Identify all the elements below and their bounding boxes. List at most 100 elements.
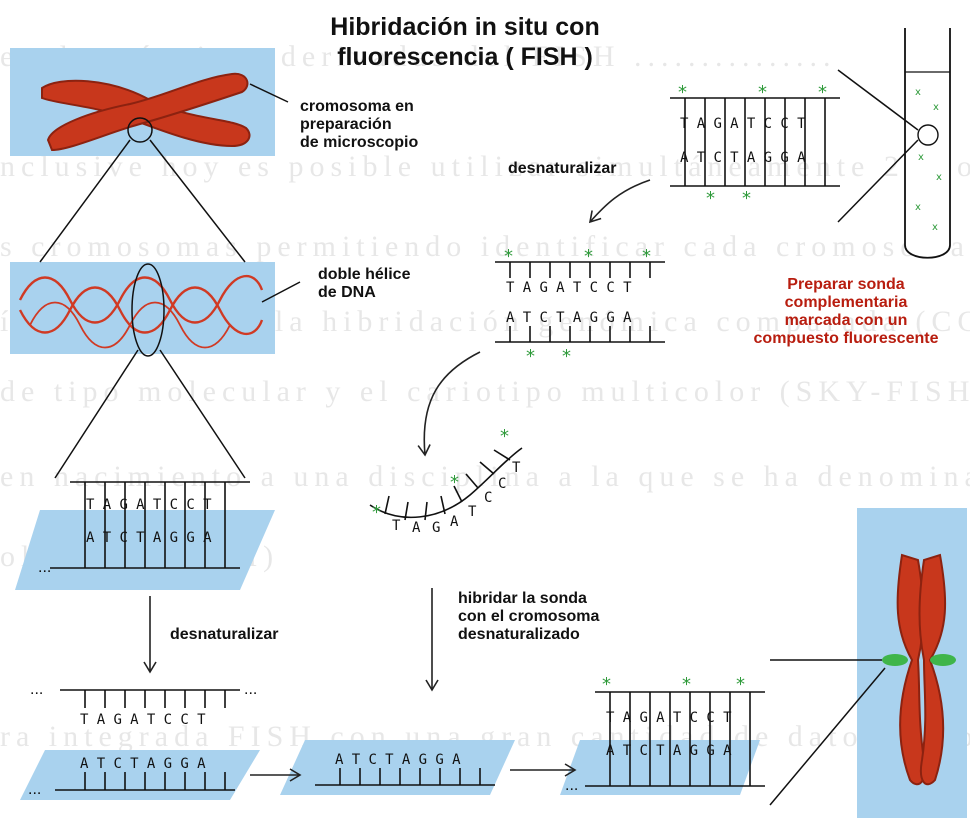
svg-text:x: x (918, 152, 924, 163)
ssdna-left-bottom (55, 772, 235, 791)
label-desnaturalizar-left: desnaturalizar (170, 626, 279, 643)
probe-star: * (818, 82, 827, 103)
diagram-title: Hibridación in situ con fluorescencia ( … (300, 12, 630, 72)
probe-star: * (682, 674, 691, 695)
probe-star: * (602, 674, 611, 695)
dsdna-left (50, 481, 250, 569)
label-doble-helice: doble hélice de DNA (318, 266, 410, 302)
zoom-line (39, 139, 131, 263)
ellipsis: ... (244, 681, 257, 698)
seq-left-bottom: ATCTAGGA (86, 530, 220, 546)
svg-text:C: C (484, 490, 492, 506)
bg-line: de tipo molecular y el cariotipo multico… (0, 375, 970, 408)
zoom-line (837, 69, 919, 131)
zoom-circle-1 (127, 117, 153, 143)
fish-signal (930, 654, 956, 666)
svg-text:x: x (933, 102, 939, 113)
probe-flexible (369, 447, 523, 521)
pointer-line (261, 281, 301, 303)
label-line: marcada con un (784, 312, 908, 329)
seq-hybrid-top: TAGATCCT (606, 710, 740, 726)
ellipsis: ... (30, 681, 43, 698)
svg-text:A: A (450, 514, 459, 530)
zoom-line (837, 139, 919, 223)
zoom-line (149, 139, 246, 263)
ssdna-middle (315, 768, 495, 786)
probe-star: * (736, 674, 745, 695)
seq-bl-top: TAGATCCT (80, 712, 214, 728)
arrow-curve-1 (588, 179, 651, 224)
svg-text:x: x (932, 222, 938, 233)
svg-text:x: x (915, 87, 921, 98)
seq-mid-bottom: ATCTAGGA (335, 752, 469, 768)
zoom-line (159, 349, 246, 479)
label-desnaturalizar-top: desnaturalizar (508, 160, 617, 177)
probe-star: * (526, 346, 535, 367)
ellipsis: ... (38, 559, 51, 576)
probe-star: * (450, 472, 459, 493)
probe-star: * (584, 246, 593, 267)
probe-star: * (500, 426, 509, 447)
title-line: Hibridación in situ con (330, 13, 600, 41)
arrow-curve-2 (417, 351, 481, 457)
svg-text:G: G (432, 520, 440, 536)
probe-dsdna-top (670, 97, 840, 187)
ssdna-left-top (60, 689, 240, 708)
zoom-ellipse-2 (131, 263, 165, 357)
probe-ssdna-mid (495, 261, 665, 343)
seq-probe-bottom: ATCTAGGA (680, 150, 814, 166)
bg-line: s cromosomas permitiendo identificar cad… (0, 230, 970, 263)
svg-text:T: T (468, 504, 477, 520)
chromosome-x (41, 72, 251, 152)
svg-text:x: x (936, 172, 942, 183)
label-line: con el cromosoma (458, 608, 600, 625)
label-line: cromosoma en (300, 98, 414, 115)
seq-mid-top2: ATCTAGGA (506, 310, 640, 326)
label-line: de microscopio (300, 134, 419, 151)
seq-probe-top: TAGATCCT (680, 116, 814, 132)
svg-text:A: A (412, 520, 421, 536)
seq-hybrid-bottom: ATCTAGGA (606, 743, 740, 759)
label-line: Preparar sonda (787, 276, 905, 293)
probe-star: * (742, 188, 751, 209)
probe-star: * (372, 502, 381, 523)
panel-ssdna-bottom1 (20, 750, 260, 800)
label-line: doble hélice (318, 266, 411, 283)
svg-text:T: T (392, 518, 401, 534)
svg-text:x: x (915, 202, 921, 213)
svg-text:C: C (498, 476, 506, 492)
label-line: hibridar la sonda (458, 590, 587, 607)
probe-star: * (678, 82, 687, 103)
ellipsis: ... (565, 777, 578, 794)
test-tube: xxx xxx (904, 28, 951, 259)
label-preparar-sonda: Preparar sonda complementaria marcada co… (726, 276, 966, 348)
ellipsis: ... (28, 781, 41, 798)
seq-mid-top: TAGATCCT (506, 280, 640, 296)
svg-text:T: T (512, 460, 521, 476)
label-line: desnaturalizado (458, 626, 580, 643)
title-line: fluorescencia ( FISH ) (337, 43, 593, 71)
probe-star: * (758, 82, 767, 103)
fish-signal (882, 654, 908, 666)
probe-star: * (642, 246, 651, 267)
probe-star: * (504, 246, 513, 267)
label-hibridar: hibridar la sonda con el cromosoma desna… (458, 590, 599, 644)
label-cromosoma: cromosoma en preparación de microscopio (300, 98, 418, 152)
probe-star: * (706, 188, 715, 209)
probe-star: * (562, 346, 571, 367)
metaphase-chromosome (896, 553, 947, 786)
panel-ssdna-bottom2 (280, 740, 515, 795)
pointer-line (769, 667, 886, 806)
hybrid-dsdna (585, 691, 765, 787)
label-line: de DNA (318, 284, 376, 301)
seq-bl-bottom: ATCTAGGA (80, 756, 214, 772)
zoom-line (54, 349, 139, 479)
seq-left-top: TAGATCCT (86, 497, 220, 513)
label-line: compuesto fluorescente (753, 330, 939, 347)
label-line: complementaria (784, 294, 908, 311)
label-line: preparación (300, 116, 392, 133)
dna-helix (18, 274, 264, 349)
pointer-line (249, 83, 289, 103)
